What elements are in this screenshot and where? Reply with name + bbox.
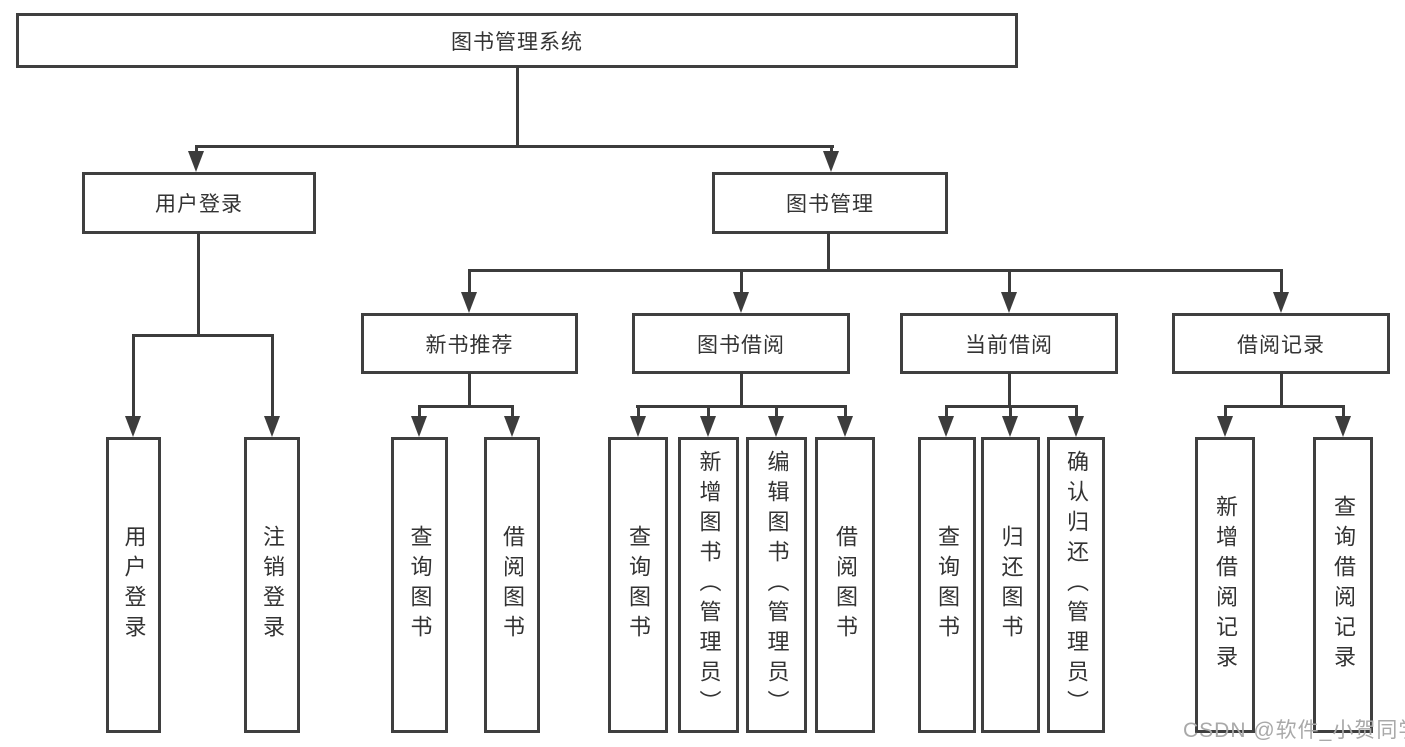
leaf-user-login-label: 用户登录 <box>121 525 147 645</box>
leaf-query-borrow-record-label: 查询借阅记录 <box>1331 495 1356 675</box>
arrowhead-book-borrow <box>733 292 749 313</box>
connector-drop-book-borrow <box>740 269 743 294</box>
arrowhead-current-query <box>938 416 954 437</box>
node-book-management: 图书管理 <box>712 172 948 234</box>
leaf-add-book-admin: 新增图书（管理员） <box>678 437 739 733</box>
arrowhead-newbook-query <box>411 416 427 437</box>
connector-book-borrow-stub <box>740 372 743 408</box>
connector-borrow-record-stub <box>1280 372 1283 408</box>
node-user-login: 用户登录 <box>82 172 316 234</box>
connector-drop-return-book <box>1009 405 1012 418</box>
leaf-newbook-borrow-book: 借阅图书 <box>484 437 540 733</box>
leaf-newbook-borrow-book-label: 借阅图书 <box>500 525 525 645</box>
leaf-newbook-query-book: 查询图书 <box>391 437 448 733</box>
connector-drop-query-record <box>1342 405 1345 418</box>
arrowhead-current-borrow <box>1001 292 1017 313</box>
connector-user-login-stub <box>197 232 200 337</box>
connector-level2-rail <box>195 145 834 148</box>
arrowhead-user-login <box>188 151 204 172</box>
leaf-add-borrow-record-label: 新增借阅记录 <box>1213 495 1238 675</box>
connector-new-book-stub <box>468 372 471 408</box>
leaf-logout-label: 注销登录 <box>260 525 285 645</box>
node-current-borrow: 当前借阅 <box>900 313 1118 374</box>
connector-drop-newbook-query <box>418 405 421 418</box>
connector-drop-add-record <box>1224 405 1227 418</box>
connector-root-stub <box>516 66 519 148</box>
connector-drop-newbook-borrow <box>511 405 514 418</box>
arrowhead-book-management <box>823 151 839 172</box>
leaf-add-borrow-record: 新增借阅记录 <box>1195 437 1255 733</box>
connector-drop-borrow-record <box>1280 269 1283 294</box>
arrowhead-newbook-borrow <box>504 416 520 437</box>
connector-user-login-rail <box>132 334 274 337</box>
leaf-newbook-query-book-label: 查询图书 <box>407 525 433 645</box>
connector-drop-current-borrow <box>1008 269 1011 294</box>
leaf-confirm-return-admin: 确认归还（管理员） <box>1047 437 1105 733</box>
csdn-watermark: CSDN @软件_小贺同学 <box>1183 719 1405 742</box>
leaf-borrow-borrow-book-label: 借阅图书 <box>833 525 858 645</box>
node-book-borrow: 图书借阅 <box>632 313 850 374</box>
connector-borrow-record-rail <box>1224 405 1345 408</box>
arrowhead-edit-book <box>768 416 784 437</box>
leaf-edit-book-admin: 编辑图书（管理员） <box>746 437 807 733</box>
arrowhead-add-book <box>700 416 716 437</box>
arrowhead-borrow-record <box>1273 292 1289 313</box>
leaf-borrow-query-book: 查询图书 <box>608 437 668 733</box>
arrowhead-borrow-query <box>630 416 646 437</box>
leaf-return-book: 归还图书 <box>981 437 1040 733</box>
connector-drop-confirm-return <box>1075 405 1078 418</box>
node-library-management-system: 图书管理系统 <box>16 13 1018 68</box>
leaf-confirm-return-admin-label: 确认归还（管理员） <box>1064 450 1089 720</box>
leaf-logout: 注销登录 <box>244 437 300 733</box>
arrowhead-leaf-logout <box>264 416 280 437</box>
connector-drop-edit-book <box>775 405 778 418</box>
leaf-edit-book-admin-label: 编辑图书（管理员） <box>764 450 790 720</box>
arrowhead-add-record <box>1217 416 1233 437</box>
connector-new-book-rail <box>418 405 514 408</box>
leaf-current-query-book: 查询图书 <box>918 437 976 733</box>
connector-drop-leaf-user-login <box>132 334 135 418</box>
leaf-add-book-admin-label: 新增图书（管理员） <box>696 450 722 720</box>
arrowhead-confirm-return <box>1068 416 1084 437</box>
leaf-current-query-book-label: 查询图书 <box>935 525 960 645</box>
connector-drop-current-query <box>945 405 948 418</box>
connector-drop-add-book <box>707 405 710 418</box>
arrowhead-return-book <box>1002 416 1018 437</box>
arrowhead-new-book <box>461 292 477 313</box>
arrowhead-leaf-user-login <box>125 416 141 437</box>
connector-drop-leaf-logout <box>271 334 274 418</box>
connector-level3-rail <box>468 269 1283 272</box>
connector-drop-borrow-book <box>844 405 847 418</box>
node-new-book-recommend: 新书推荐 <box>361 313 578 374</box>
arrowhead-query-record <box>1335 416 1351 437</box>
connector-book-management-stub <box>827 232 830 272</box>
connector-drop-book-management <box>830 145 833 154</box>
leaf-borrow-query-book-label: 查询图书 <box>626 525 651 645</box>
node-borrow-record: 借阅记录 <box>1172 313 1390 374</box>
connector-current-borrow-stub <box>1008 372 1011 408</box>
connector-drop-borrow-query <box>637 405 640 418</box>
connector-book-borrow-rail <box>636 405 847 408</box>
leaf-borrow-borrow-book: 借阅图书 <box>815 437 875 733</box>
arrowhead-borrow-book <box>837 416 853 437</box>
leaf-user-login: 用户登录 <box>106 437 161 733</box>
connector-drop-user-login <box>195 145 198 154</box>
connector-drop-new-book <box>468 269 471 294</box>
leaf-return-book-label: 归还图书 <box>998 525 1024 645</box>
leaf-query-borrow-record: 查询借阅记录 <box>1313 437 1373 733</box>
